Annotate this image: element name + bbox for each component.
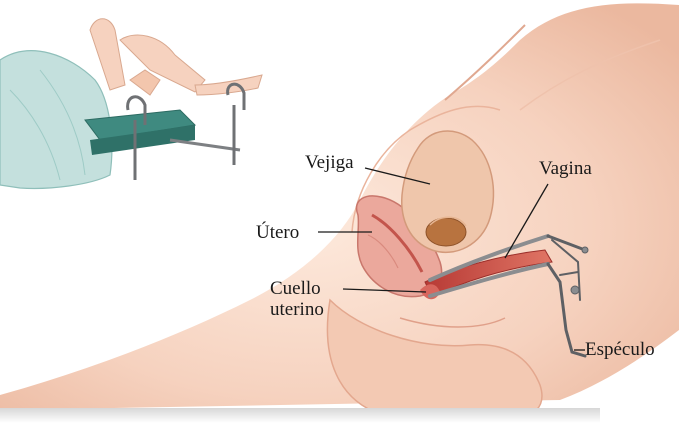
label-cervix-line1: Cuello xyxy=(270,278,324,299)
label-bladder: Vejiga xyxy=(305,152,354,173)
label-cervix: Cuello uterino xyxy=(270,278,324,320)
inset-patient-illustration xyxy=(0,0,300,200)
label-vagina: Vagina xyxy=(539,158,592,179)
label-uterus: Útero xyxy=(256,222,299,243)
label-speculum: Espéculo xyxy=(585,339,655,360)
label-cervix-line2: uterino xyxy=(270,299,324,320)
floor-shadow xyxy=(0,408,600,423)
